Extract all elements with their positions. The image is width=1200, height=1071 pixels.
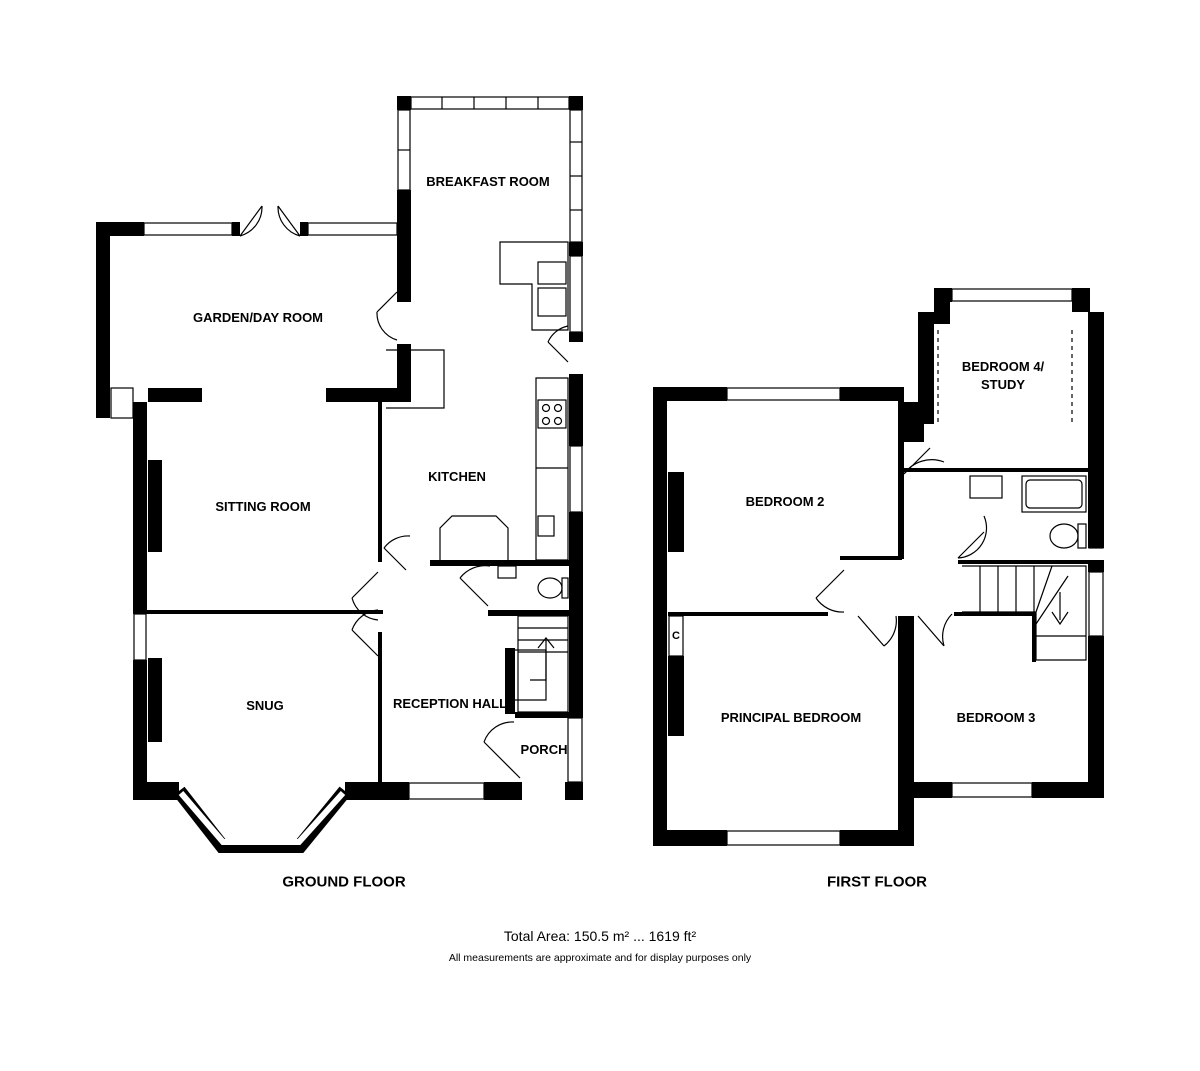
room-label-sitting-room: SITTING ROOM — [215, 499, 311, 514]
room-label-snug: SNUG — [246, 698, 284, 713]
floor-label-ground: GROUND FLOOR — [282, 873, 406, 891]
room-label-bedroom-2: BEDROOM 2 — [745, 494, 825, 509]
room-label-bedroom-4: BEDROOM 4/ STUDY — [962, 358, 1044, 394]
room-label-reception-hall: RECEPTION HALL — [392, 696, 508, 711]
first-floor-windows-fixtures — [668, 288, 1104, 846]
ground-floor-walls — [96, 96, 583, 800]
first-floor-walls — [653, 288, 1104, 846]
total-area: Total Area: 150.5 m² ... 1619 ft² — [503, 928, 697, 944]
disclaimer: All measurements are approximate and for… — [448, 952, 752, 964]
cupboard-label: C — [672, 630, 680, 642]
ground-floor-windows-fixtures — [110, 96, 583, 853]
room-label-bedroom-4-line2: STUDY — [980, 377, 1026, 392]
room-label-principal-bedroom: PRINCIPAL BEDROOM — [720, 710, 862, 725]
room-label-garden-day-room: GARDEN/DAY ROOM — [192, 310, 324, 325]
room-label-porch: PORCH — [520, 742, 568, 757]
room-label-breakfast-room: BREAKFAST ROOM — [426, 174, 550, 189]
room-label-bedroom-4-line1: BEDROOM 4/ — [961, 359, 1045, 374]
floor-label-first: FIRST FLOOR — [827, 873, 927, 891]
room-label-bedroom-3: BEDROOM 3 — [956, 710, 1036, 725]
room-label-kitchen: KITCHEN — [428, 469, 486, 484]
